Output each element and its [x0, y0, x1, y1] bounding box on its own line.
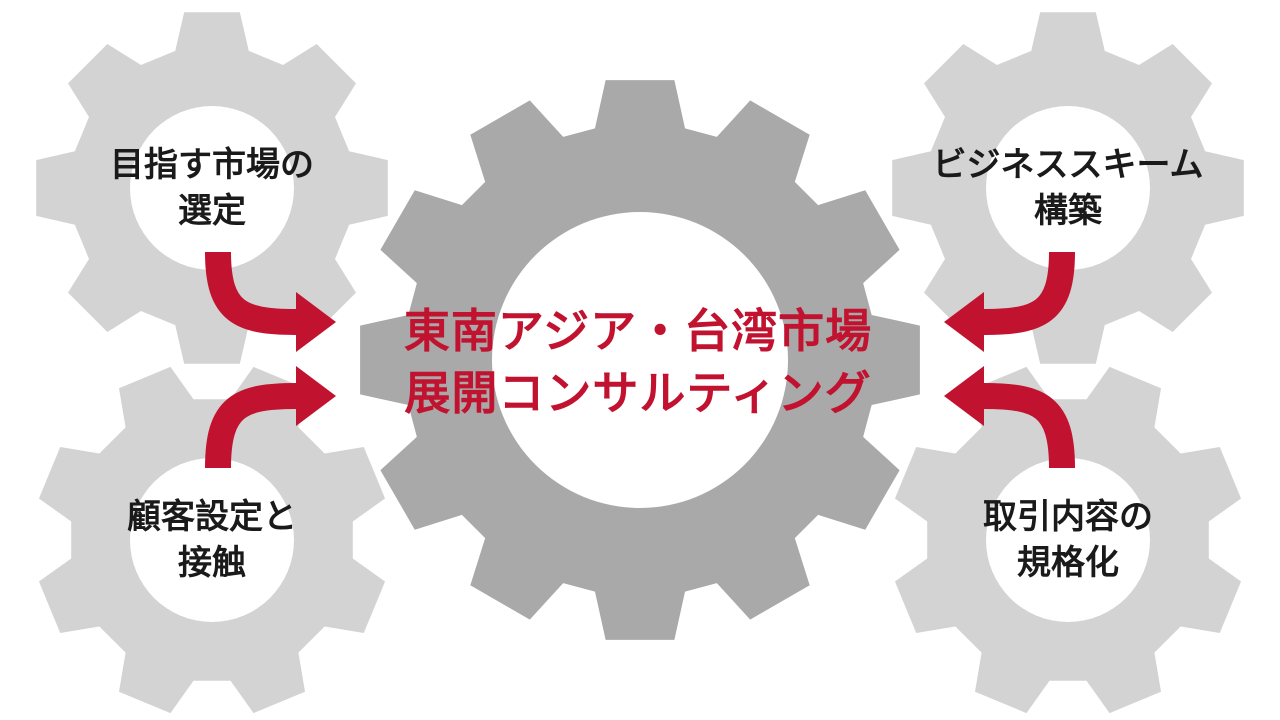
top-right-label-line-2: 構築	[1033, 191, 1102, 231]
top-right-gear-hole	[986, 106, 1150, 270]
top-right-arrow	[944, 251, 1075, 352]
bottom-right-arrow	[944, 366, 1075, 469]
top-left-gear-hole	[130, 106, 294, 270]
center-gear-title: 東南アジア・台湾市場 展開コンサルティング	[404, 300, 872, 424]
bottom-right-arrow-shaft	[983, 383, 1075, 469]
top-left-arrow	[205, 251, 336, 352]
top-left-gear	[36, 12, 388, 364]
bottom-right-label-line-1: 取引内容の	[983, 497, 1153, 537]
bottom-right-gear-label: 取引内容の 規格化	[983, 494, 1153, 586]
bottom-left-label-line-1: 顧客設定と	[127, 497, 297, 537]
top-right-label-line-1: ビジネススキーム	[932, 145, 1204, 185]
top-left-label-line-2: 選定	[178, 191, 246, 231]
top-left-arrow-head	[296, 292, 336, 352]
bottom-left-arrow-shaft	[205, 383, 297, 469]
center-gear	[360, 80, 920, 640]
top-left-gear-label: 目指す市場の 選定	[110, 142, 314, 234]
top-left-label-line-1: 目指す市場の	[110, 145, 314, 185]
bottom-right-arrow-head	[944, 366, 984, 426]
bottom-right-gear	[894, 366, 1242, 714]
center-gear-hole	[492, 212, 788, 508]
bottom-left-arrow	[205, 366, 336, 469]
top-right-gear-label: ビジネススキーム 構築	[933, 142, 1204, 234]
center-title-line-1: 東南アジア・台湾市場	[403, 304, 873, 358]
bottom-left-gear-label: 顧客設定と 接触	[127, 494, 297, 586]
top-right-gear	[892, 12, 1244, 364]
top-left-arrow-shaft	[205, 251, 297, 335]
top-right-arrow-shaft	[983, 251, 1075, 335]
bottom-left-label-line-2: 接触	[178, 543, 246, 583]
bottom-left-arrow-head	[296, 366, 336, 426]
top-right-arrow-head	[944, 292, 984, 352]
bottom-left-gear	[38, 366, 386, 714]
bottom-right-label-line-2: 規格化	[1017, 543, 1119, 583]
center-title-line-2: 展開コンサルティング	[404, 366, 872, 420]
bottom-right-gear-hole	[986, 458, 1150, 622]
bottom-left-gear-hole	[130, 458, 294, 622]
